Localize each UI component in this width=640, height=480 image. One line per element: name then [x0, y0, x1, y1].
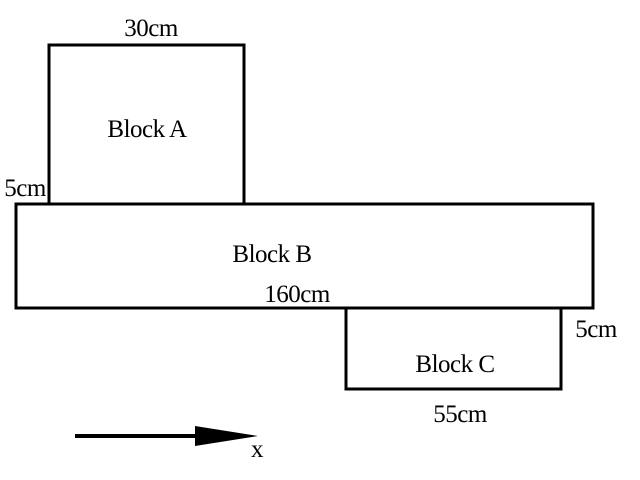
block-b-label: Block B: [232, 241, 311, 268]
block-b: [14, 202, 595, 310]
x-axis-arrow: [75, 426, 258, 446]
arrow-head-icon: [195, 426, 258, 446]
block-a-offset-label: 5cm: [4, 175, 47, 202]
block-a-width-label: 30cm: [124, 15, 179, 42]
block-b-width-label: 160cm: [264, 281, 331, 308]
block-c: [344, 306, 563, 391]
block-c-width-label: 55cm: [433, 401, 488, 428]
x-axis-label: x: [251, 436, 264, 463]
block-c-label: Block C: [415, 351, 494, 378]
block-a: [47, 43, 246, 206]
block-a-label: Block A: [107, 116, 187, 143]
block-c-offset-label: 5cm: [575, 316, 618, 343]
